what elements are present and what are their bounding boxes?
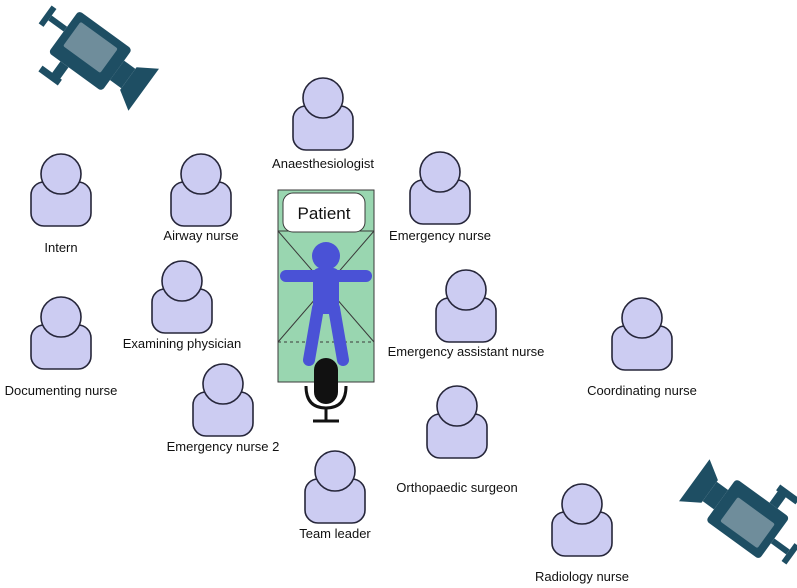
person-icon (435, 269, 497, 343)
video-camera-icon (15, 0, 159, 128)
label-team-leader: Team leader (299, 526, 371, 541)
label-emergency-assistant-nurse: Emergency assistant nurse (388, 344, 545, 359)
person-orthopaedic-surgeon: Orthopaedic surgeon (396, 385, 518, 495)
person-icon (292, 77, 354, 151)
person-icon (192, 363, 254, 437)
person-examining-physician: Examining physician (123, 260, 242, 351)
label-intern: Intern (44, 240, 77, 255)
camera-bottom-right (679, 442, 797, 575)
person-anaesthesiologist: Anaesthesiologist (272, 77, 374, 171)
label-radiology-nurse: Radiology nurse (535, 569, 629, 584)
person-icon (611, 297, 673, 371)
video-camera-icon (679, 442, 797, 575)
camera-top-left (15, 0, 159, 128)
person-icon (30, 153, 92, 227)
patient-label-box: Patient (282, 192, 366, 233)
label-emergency-nurse: Emergency nurse (389, 228, 491, 243)
person-icon (426, 385, 488, 459)
person-emergency-assistant-nurse: Emergency assistant nurse (388, 269, 545, 359)
person-documenting-nurse: Documenting nurse (5, 296, 118, 398)
label-coordinating-nurse: Coordinating nurse (587, 383, 697, 398)
label-airway-nurse: Airway nurse (163, 228, 238, 243)
person-airway-nurse: Airway nurse (163, 153, 239, 243)
person-emergency-nurse: Emergency nurse (389, 151, 491, 243)
label-anaesthesiologist: Anaesthesiologist (272, 156, 374, 171)
person-radiology-nurse: Radiology nurse (535, 483, 629, 584)
person-icon (551, 483, 613, 557)
patient-figure (280, 242, 372, 366)
person-icon (30, 296, 92, 370)
label-emergency-nurse-2: Emergency nurse 2 (167, 439, 280, 454)
microphone-icon (304, 358, 348, 423)
person-icon (409, 151, 471, 225)
person-icon (151, 260, 213, 334)
person-team-leader: Team leader (299, 450, 371, 541)
patient-label: Patient (298, 204, 351, 223)
person-emergency-nurse-2: Emergency nurse 2 (167, 363, 280, 454)
person-intern: Intern (30, 153, 92, 255)
person-icon (304, 450, 366, 524)
person-icon (170, 153, 232, 227)
person-coordinating-nurse: Coordinating nurse (587, 297, 697, 398)
label-orthopaedic-surgeon: Orthopaedic surgeon (396, 480, 517, 495)
label-documenting-nurse: Documenting nurse (5, 383, 118, 398)
label-examining-physician: Examining physician (123, 336, 242, 351)
